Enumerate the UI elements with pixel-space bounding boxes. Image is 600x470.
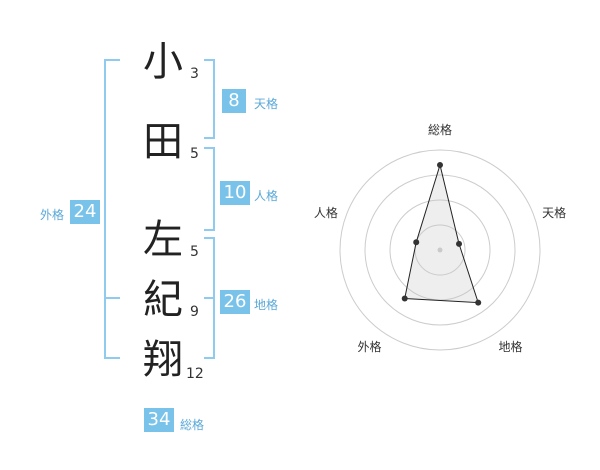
name-char-1: 小 <box>143 39 183 85</box>
radar-point-4 <box>401 295 408 302</box>
name-char-3: 左 <box>143 217 183 263</box>
radar-axis-label-5: 人格 <box>314 205 338 220</box>
stroke-count-5: 12 <box>186 366 204 382</box>
chikaku-value: 26 <box>220 290 250 314</box>
stroke-count-3: 5 <box>190 244 199 260</box>
radar-point-5 <box>413 239 420 246</box>
stroke-count-2: 5 <box>190 146 199 162</box>
jinkaku-value: 10 <box>220 181 250 205</box>
jinkaku-bracket <box>204 147 215 231</box>
radar-ring-3 <box>364 174 516 326</box>
stroke-count-1: 3 <box>190 66 199 82</box>
radar-rings <box>339 149 541 351</box>
chikaku-label: 地格 <box>254 298 279 312</box>
tenkaku-bracket <box>204 59 215 139</box>
soukaku-value: 34 <box>144 408 174 432</box>
radar-axis-label-2: 天格 <box>542 205 566 220</box>
radar-ring-4 <box>339 149 541 351</box>
radar-polygon <box>404 163 479 304</box>
soukaku-label: 総格 <box>180 418 205 432</box>
stroke-count-4: 9 <box>190 304 199 320</box>
gaikaku-label: 外格 <box>40 208 65 222</box>
name-char-5: 翔 <box>143 337 183 383</box>
gaikaku-value: 24 <box>70 200 100 224</box>
radar-point-2 <box>456 240 463 247</box>
jinkaku-label: 人格 <box>254 189 279 203</box>
radar-axis-label-4: 外格 <box>357 339 381 354</box>
name-char-4: 紀 <box>143 277 183 323</box>
gaikaku-bracket <box>104 59 120 359</box>
radar-center <box>437 247 443 253</box>
radar-point-1 <box>437 162 443 168</box>
radar-point-3 <box>475 299 482 306</box>
name-char-2: 田 <box>143 119 183 165</box>
radar-axis-label-3: 地格 <box>499 339 523 354</box>
tenkaku-value: 8 <box>222 89 246 113</box>
tenkaku-label: 天格 <box>254 97 279 111</box>
radar-points <box>401 162 482 306</box>
radar-axis-label-1: 総格 <box>428 122 452 137</box>
